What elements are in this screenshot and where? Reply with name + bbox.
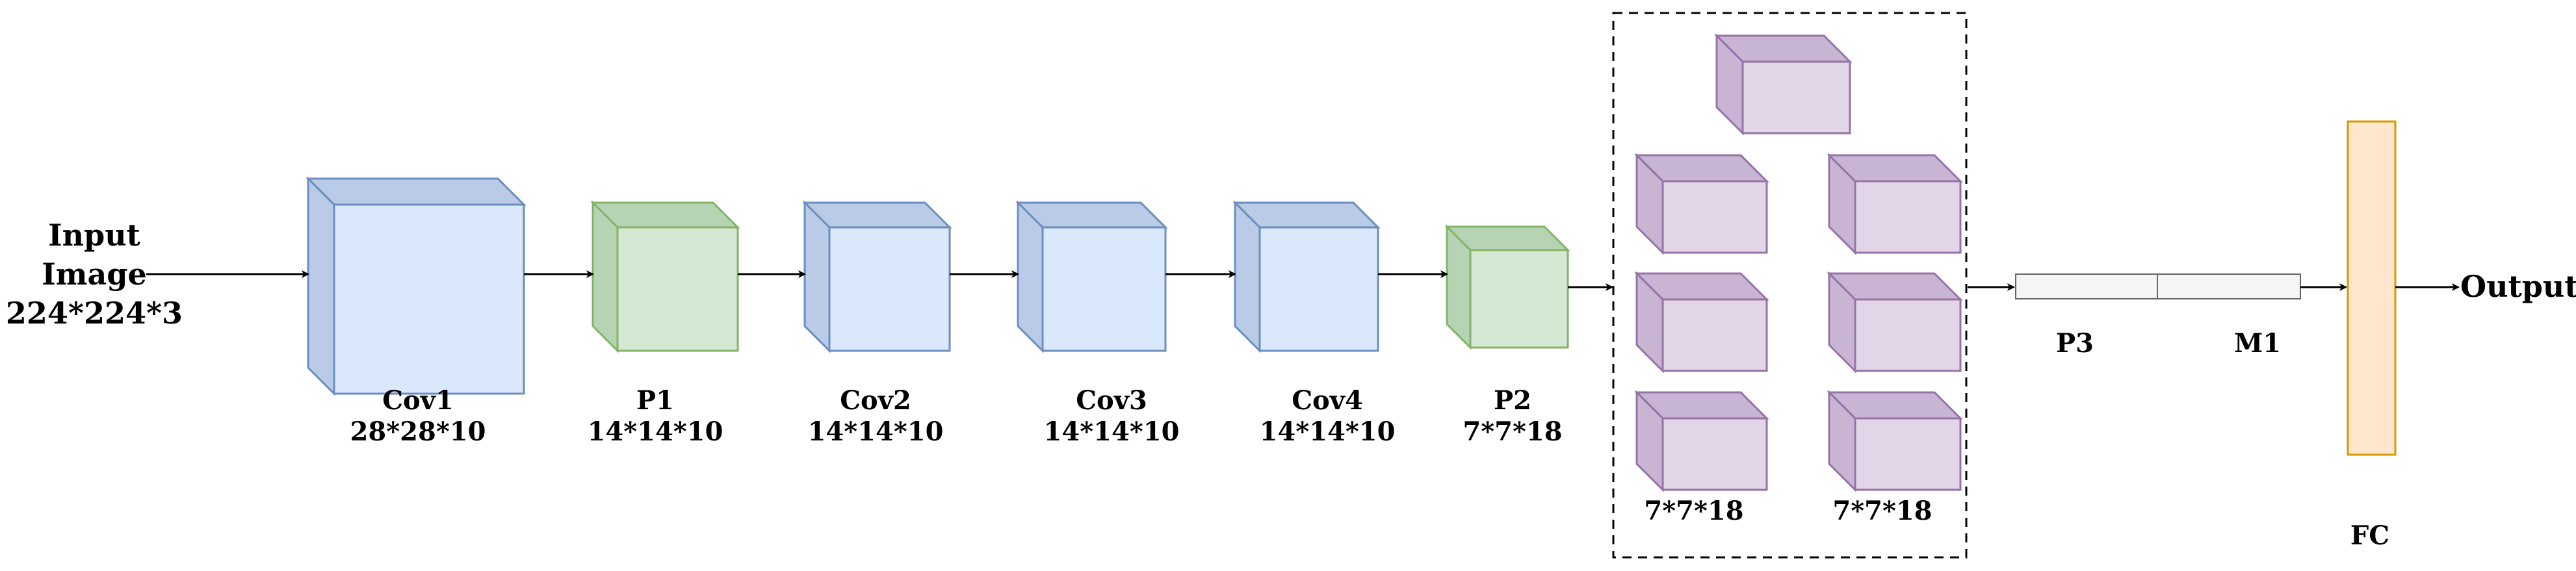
m1-vector <box>2157 273 2301 299</box>
p3-vector <box>2015 273 2158 299</box>
cov3-name-label: Cov3 <box>1076 385 1147 416</box>
cov2-cube <box>802 200 952 353</box>
input-label-line3: 224*224*3 <box>6 296 183 331</box>
output-label: Output <box>2460 269 2576 304</box>
flow-arrows <box>146 270 2460 291</box>
fc-label: FC <box>2350 520 2389 551</box>
parallel-branches-box <box>1612 12 1968 559</box>
p2-dims-label: 7*7*18 <box>1463 416 1562 447</box>
group-cube-left-1 <box>1634 153 1769 255</box>
group-cube-right-1 <box>1827 153 1963 255</box>
group-left-dims-label: 7*7*18 <box>1644 496 1743 526</box>
p1-dims-label: 14*14*10 <box>588 416 723 447</box>
input-label-line2: Image <box>42 257 146 292</box>
group-cube-right-3 <box>1827 390 1963 492</box>
p1-name-label: P1 <box>636 385 674 416</box>
fc-layer <box>2347 120 2397 456</box>
cov1-cube <box>306 176 527 396</box>
group-cube-top <box>1714 33 1853 136</box>
cov3-cube <box>1015 200 1168 353</box>
p2-name-label: P2 <box>1494 385 1531 416</box>
layer-cubes <box>306 33 1963 492</box>
cov4-dims-label: 14*14*10 <box>1260 416 1396 447</box>
cov1-name-label: Cov1 <box>382 385 454 416</box>
group-cube-left-3 <box>1634 390 1769 492</box>
cov3-dims-label: 14*14*10 <box>1044 416 1180 447</box>
group-cube-left-2 <box>1634 271 1769 374</box>
group-cube-right-2 <box>1827 271 1963 374</box>
input-label-line1: Input <box>48 218 141 253</box>
cov1-dims-label: 28*28*10 <box>350 416 486 447</box>
cov4-cube <box>1232 200 1381 353</box>
p2-cube <box>1444 224 1570 350</box>
m1-label: M1 <box>2234 328 2281 359</box>
cov4-name-label: Cov4 <box>1292 385 1363 416</box>
p1-cube <box>590 200 740 353</box>
cov2-name-label: Cov2 <box>840 385 911 416</box>
group-right-dims-label: 7*7*18 <box>1832 496 1932 526</box>
p3-label: P3 <box>2056 328 2094 359</box>
cov2-dims-label: 14*14*10 <box>808 416 944 447</box>
